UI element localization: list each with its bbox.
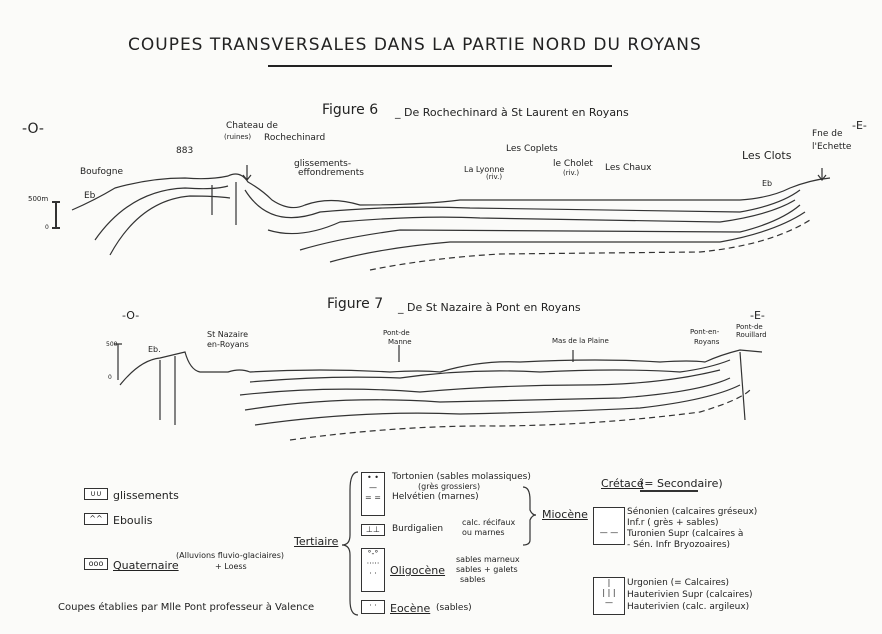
scale-bar-fig7	[114, 343, 122, 380]
legend-desc: calc. récifaux	[462, 518, 516, 527]
place-label: Pont-de	[736, 323, 763, 331]
place-label: le Cholet	[553, 159, 593, 169]
legend-inf: Inf.r ( grès + sables)	[627, 518, 719, 528]
place-label: Boufogne	[80, 167, 124, 177]
legend-desc: (grès grossiers)	[418, 482, 481, 491]
legend-desc: sables + galets	[456, 565, 518, 574]
credit-text: Coupes établies par Mlle Pont professeur…	[58, 602, 315, 613]
place-label: Les Coplets	[506, 144, 558, 154]
west-marker: -O-	[122, 309, 140, 322]
eboulis-swatch: ^^	[84, 513, 108, 525]
burdigalien-swatch: ⊥⊥	[361, 524, 385, 536]
place-label: Rochechinard	[264, 133, 326, 143]
legend-turonien: Turonien Supr (calcaires à	[627, 529, 744, 539]
figure7-section	[119, 349, 763, 441]
eocene-swatch: · ·	[361, 600, 385, 614]
tertiaire-brace	[341, 471, 359, 616]
legend-urgonien: Urgonien (= Calcaires)	[627, 578, 730, 588]
place-label: glissements-	[294, 159, 352, 169]
senonien-swatch: — —	[593, 507, 625, 545]
place-label: Rouillard	[736, 331, 767, 339]
place-label: l'Echette	[812, 142, 852, 152]
legend-miocene: Miocène	[542, 508, 588, 521]
place-label: La Lyonne	[464, 165, 505, 174]
place-label: Mas de la Plaine	[552, 337, 609, 345]
east-marker: -E-	[852, 119, 867, 132]
scale-label: 0	[108, 374, 112, 381]
figure6-subtitle: _ De Rochechinard à St Laurent en Royans	[395, 106, 629, 119]
legend-eocene: Eocène	[390, 602, 431, 615]
place-label: Royans	[694, 338, 720, 346]
place-label: Les Chaux	[605, 163, 652, 173]
legend-senonien: Sénonien (calcaires gréseux)	[627, 507, 758, 517]
legend-glissements: glissements	[113, 489, 179, 502]
place-label: Eb.	[148, 345, 161, 354]
legend-desc: (sables)	[436, 603, 472, 613]
place-label: Eb	[84, 191, 96, 201]
oligocene-swatch: °-°······ ·	[361, 548, 385, 592]
arrow-icon	[817, 168, 827, 181]
scale-label: 500	[106, 341, 118, 348]
place-label: (riv.)	[486, 173, 503, 181]
place-label: Pont-en-	[690, 328, 720, 336]
place-label: Les Clots	[742, 149, 792, 162]
legend-secondaire: (= Secondaire)	[640, 477, 723, 490]
place-label: (ruines)	[224, 133, 252, 141]
place-label: St Nazaire	[207, 330, 249, 339]
scale-label: 500m	[28, 195, 49, 203]
place-label: Eb	[762, 179, 773, 188]
east-marker: -E-	[750, 309, 765, 322]
legend-desc: (Alluvions fluvio-glaciaires)	[176, 551, 285, 560]
legend-hauterivien: Hauterivien (calc. argileux)	[627, 602, 750, 612]
urgonien-swatch: || | |—	[593, 577, 625, 615]
legend-quaternaire: Quaternaire	[113, 559, 179, 572]
figure6-label: Figure 6	[322, 102, 379, 118]
legend-helvetien: Helvétien (marnes)	[392, 492, 479, 502]
legend-desc: sables	[460, 575, 486, 584]
figure7-label: Figure 7	[327, 296, 384, 312]
glissements-swatch: ∪∪	[84, 488, 108, 500]
quaternaire-swatch: ooo	[84, 558, 108, 570]
legend-tortonien: Tortonien (sables molassiques)	[392, 472, 531, 482]
place-label: effondrements	[298, 168, 364, 178]
place-label: Pont-de	[383, 329, 410, 337]
legend-desc: + Loess	[215, 562, 247, 571]
legend-eboulis: Eboulis	[113, 514, 153, 527]
legend-oligocene: Oligocène	[390, 564, 446, 577]
legend-desc: sables marneux	[456, 555, 520, 564]
figure6-section	[71, 173, 831, 271]
figure7-subtitle: _ De St Nazaire à Pont en Royans	[398, 301, 581, 314]
place-label: Manne	[388, 338, 412, 346]
place-label: Fne de	[812, 129, 843, 139]
miocene-brace	[522, 486, 537, 546]
place-label: (riv.)	[563, 169, 580, 177]
place-label: 883	[176, 146, 194, 156]
place-label: en-Royans	[207, 340, 249, 349]
legend-cretace: Crétacé	[601, 477, 644, 490]
legend-desc: ou marnes	[462, 528, 505, 537]
scale-label: 0	[45, 224, 49, 231]
legend-burdigalien: Burdigalien	[392, 524, 444, 534]
place-label: Chateau de	[226, 121, 278, 131]
legend-hauterivien-sup: Hauterivien Supr (calcaires)	[627, 590, 753, 600]
page-title: COUPES TRANSVERSALES DANS LA PARTIE NORD…	[128, 35, 702, 55]
legend-sen-inf: - Sén. Infr Bryozoaires)	[627, 540, 731, 550]
arrow-icon	[242, 165, 252, 181]
west-marker: -O-	[22, 121, 44, 137]
legend-tertiaire: Tertiaire	[294, 535, 339, 548]
scale-bar-fig6	[52, 201, 60, 229]
miocene-swatch: • •—= =	[361, 472, 385, 516]
